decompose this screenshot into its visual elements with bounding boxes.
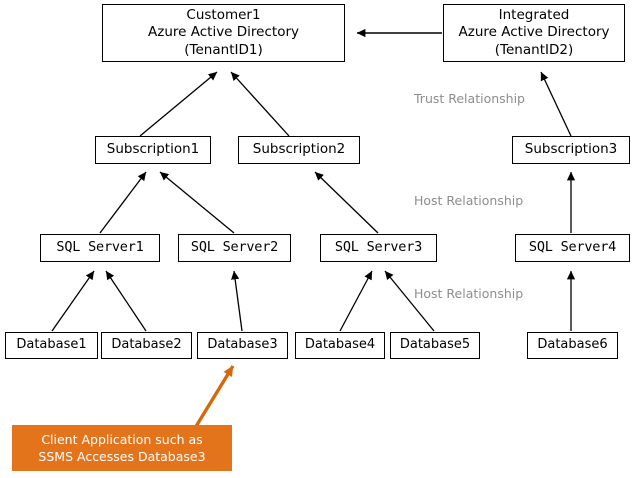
label-host-relationship-upper: Host Relationship [414,193,524,208]
node-tenant-integrated[interactable]: Integrated Azure Active Directory (Tenan… [443,4,625,62]
label-host-relationship-lower: Host Relationship [414,286,524,301]
edge-database5-to-server3 [384,270,435,332]
edge-server1-to-subscription1 [99,171,147,234]
edge-database3-to-server2 [231,270,243,332]
tenant1-line1: Customer1 [186,6,261,23]
node-sql-server3[interactable]: SQL Server3 [320,234,437,262]
callout-client-application[interactable]: Client Application such as SSMS Accesses… [12,425,232,471]
subscription1-label: Subscription1 [106,141,200,158]
tenant1-line3: (TenantID1) [184,41,263,58]
node-database2[interactable]: Database2 [101,332,192,359]
node-sql-server4[interactable]: SQL Server4 [515,234,630,262]
edge-subscription3-to-tenant2 [540,71,572,137]
edge-subscription2-to-tenant1 [230,71,290,137]
node-tenant-customer1[interactable]: Customer1 Azure Active Directory (Tenant… [102,4,345,62]
callout-line1: Client Application such as [41,431,203,447]
node-database6[interactable]: Database6 [527,332,618,359]
server1-label: SQL Server1 [56,239,144,256]
database4-label: Database4 [304,337,376,353]
node-subscription2[interactable]: Subscription2 [238,136,360,164]
tenant1-line2: Azure Active Directory [148,24,299,41]
node-database1[interactable]: Database1 [5,332,98,359]
edge-callout-to-database3 [193,365,235,429]
edge-subscription1-to-tenant1 [139,71,218,137]
node-sql-server2[interactable]: SQL Server2 [178,234,291,262]
database6-label: Database6 [537,337,608,353]
tenant2-line2: Azure Active Directory [458,24,610,41]
tenant2-line1: Integrated [498,6,570,23]
database3-label: Database3 [207,337,278,353]
node-subscription1[interactable]: Subscription1 [95,136,211,164]
edge-database4-to-server3 [339,270,373,332]
node-database3[interactable]: Database3 [197,332,288,359]
database1-label: Database1 [16,337,87,353]
server4-label: SQL Server4 [528,239,617,256]
subscription3-label: Subscription3 [524,141,618,158]
server2-label: SQL Server2 [190,239,279,256]
edge-server2-to-subscription1 [159,171,235,234]
edge-database2-to-server1 [105,270,147,332]
node-sql-server1[interactable]: SQL Server1 [40,234,160,262]
tenant2-line3: (TenantID2) [494,41,574,58]
edge-database1-to-server1 [51,270,95,332]
callout-line2: SSMS Accesses Database3 [38,449,206,464]
server3-label: SQL Server3 [334,239,423,256]
node-database5[interactable]: Database5 [390,332,480,359]
node-subscription3[interactable]: Subscription3 [512,136,630,164]
database5-label: Database5 [399,337,471,353]
subscription2-label: Subscription2 [252,141,346,158]
database2-label: Database2 [111,337,182,353]
label-trust-relationship: Trust Relationship [414,91,525,106]
node-database4[interactable]: Database4 [295,332,385,359]
edge-server3-to-subscription2 [314,171,379,234]
